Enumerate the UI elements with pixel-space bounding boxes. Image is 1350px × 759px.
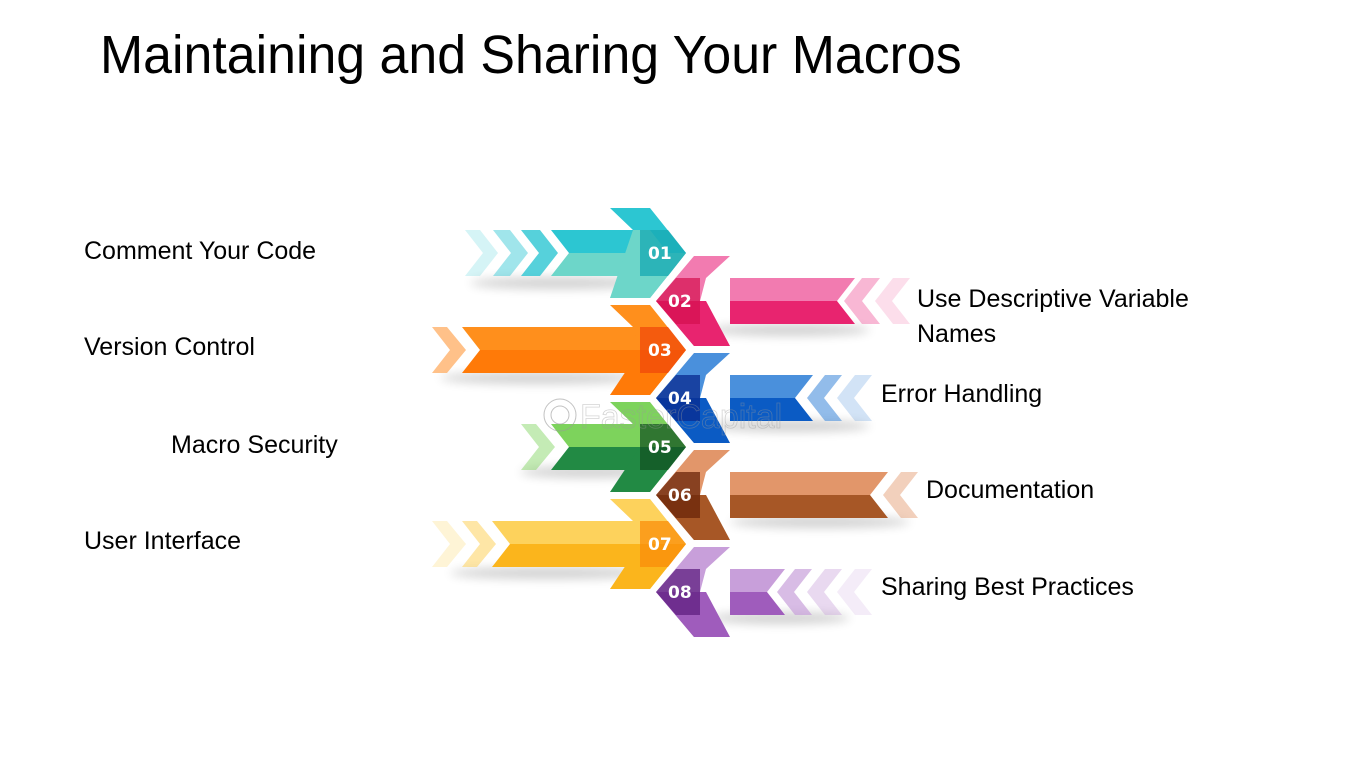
step-label-05: Macro Security — [171, 431, 338, 459]
arrow-step-05: 05 — [521, 402, 686, 492]
arrow-step-01: 01 — [465, 208, 686, 298]
step-label-07: User Interface — [84, 527, 242, 555]
page-title: Maintaining and Sharing Your Macros — [100, 25, 962, 85]
arrow-step-03: 03 — [432, 305, 686, 395]
step-label-08: Sharing Best Practices — [881, 573, 1134, 601]
arrow-step-07: 07 — [432, 499, 686, 589]
watermark: FasterCapital — [543, 398, 783, 436]
step-number-05: 05 — [648, 438, 672, 458]
step-label-04: Error Handling — [881, 380, 1043, 408]
step-label-01: Comment Your Code — [84, 237, 317, 265]
step-number-08: 08 — [668, 583, 692, 603]
step-number-02: 02 — [668, 292, 692, 312]
step-number-03: 03 — [648, 341, 672, 361]
step-label-06: Documentation — [926, 476, 1095, 504]
step-number-04: 04 — [668, 389, 692, 409]
arrow-step-04: 04 — [656, 353, 872, 443]
watermark-text: FasterCapital — [580, 398, 782, 436]
arrow-step-08: 08 — [656, 547, 872, 637]
step-number-07: 07 — [648, 535, 672, 555]
step-label-03: Version Control — [84, 333, 255, 361]
step-number-06: 06 — [668, 486, 692, 506]
step-label-02: Use Descriptive Variable Names — [917, 285, 1189, 348]
step-number-01: 01 — [648, 244, 672, 264]
gear-icon — [543, 398, 577, 432]
arrow-step-06: 06 — [656, 450, 918, 540]
arrow-step-02: 02 — [656, 256, 910, 346]
